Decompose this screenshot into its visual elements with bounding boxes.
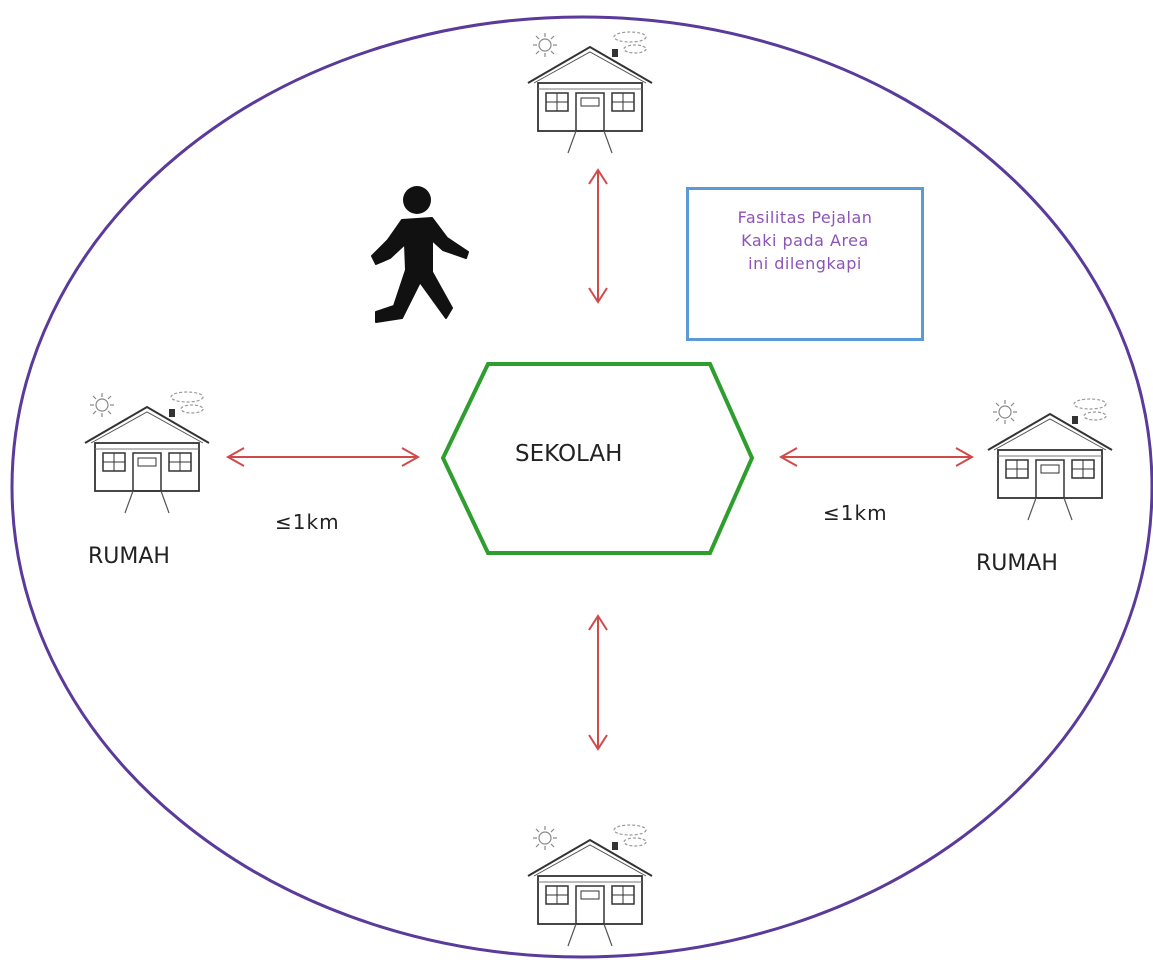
pedestrian-facility-note: Fasilitas Pejalan Kaki pada Area ini dil… bbox=[686, 187, 924, 341]
note-line: Kaki pada Area bbox=[741, 231, 869, 250]
arrow-left bbox=[225, 447, 421, 467]
arrow-right bbox=[778, 447, 975, 467]
arrow-top bbox=[588, 168, 608, 304]
note-line: Fasilitas Pejalan bbox=[737, 208, 873, 227]
school-hexagon bbox=[440, 362, 755, 555]
school-label: SEKOLAH bbox=[515, 441, 623, 467]
distance-label-right: ≤1km bbox=[823, 501, 888, 525]
arrow-bottom bbox=[588, 614, 608, 751]
pedestrian-icon bbox=[371, 186, 469, 323]
note-line: ini dilengkapi bbox=[748, 254, 862, 273]
distance-label-left: ≤1km bbox=[275, 510, 340, 534]
house-label-left: RUMAH bbox=[88, 544, 170, 569]
distance-arrows bbox=[225, 168, 975, 751]
house-label-right: RUMAH bbox=[976, 551, 1058, 576]
